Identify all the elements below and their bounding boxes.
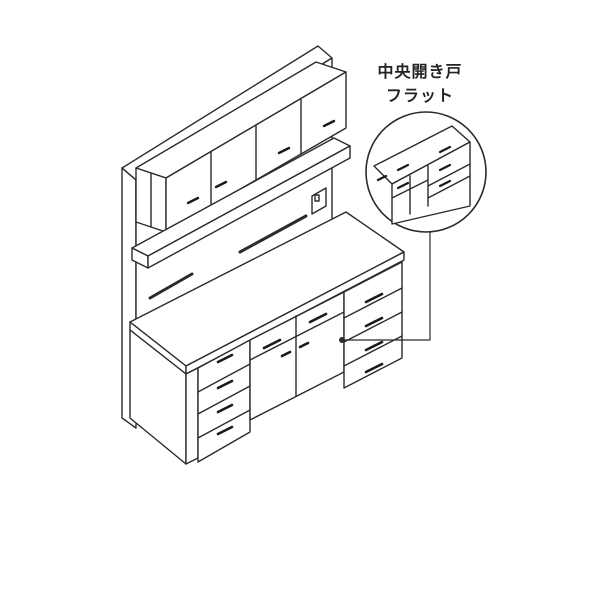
left-panel: [129, 329, 199, 465]
callout-label-line1: 中央開き戸: [377, 62, 463, 81]
left-drawer-stack: [197, 339, 251, 463]
callout-label-line2: フラット: [385, 86, 454, 105]
callout-detail-circle: [365, 111, 487, 233]
wall-cabinet: [135, 61, 347, 233]
right-drawer-stack: [343, 261, 403, 389]
open-shelf: [131, 137, 351, 300]
outlet-box: [311, 187, 327, 215]
base-handles: [216, 292, 384, 436]
worktop: [129, 211, 405, 375]
callout-detail-handles: [376, 145, 452, 190]
callout-leader: [339, 227, 431, 344]
wall-cabinet-handles: [186, 119, 336, 205]
